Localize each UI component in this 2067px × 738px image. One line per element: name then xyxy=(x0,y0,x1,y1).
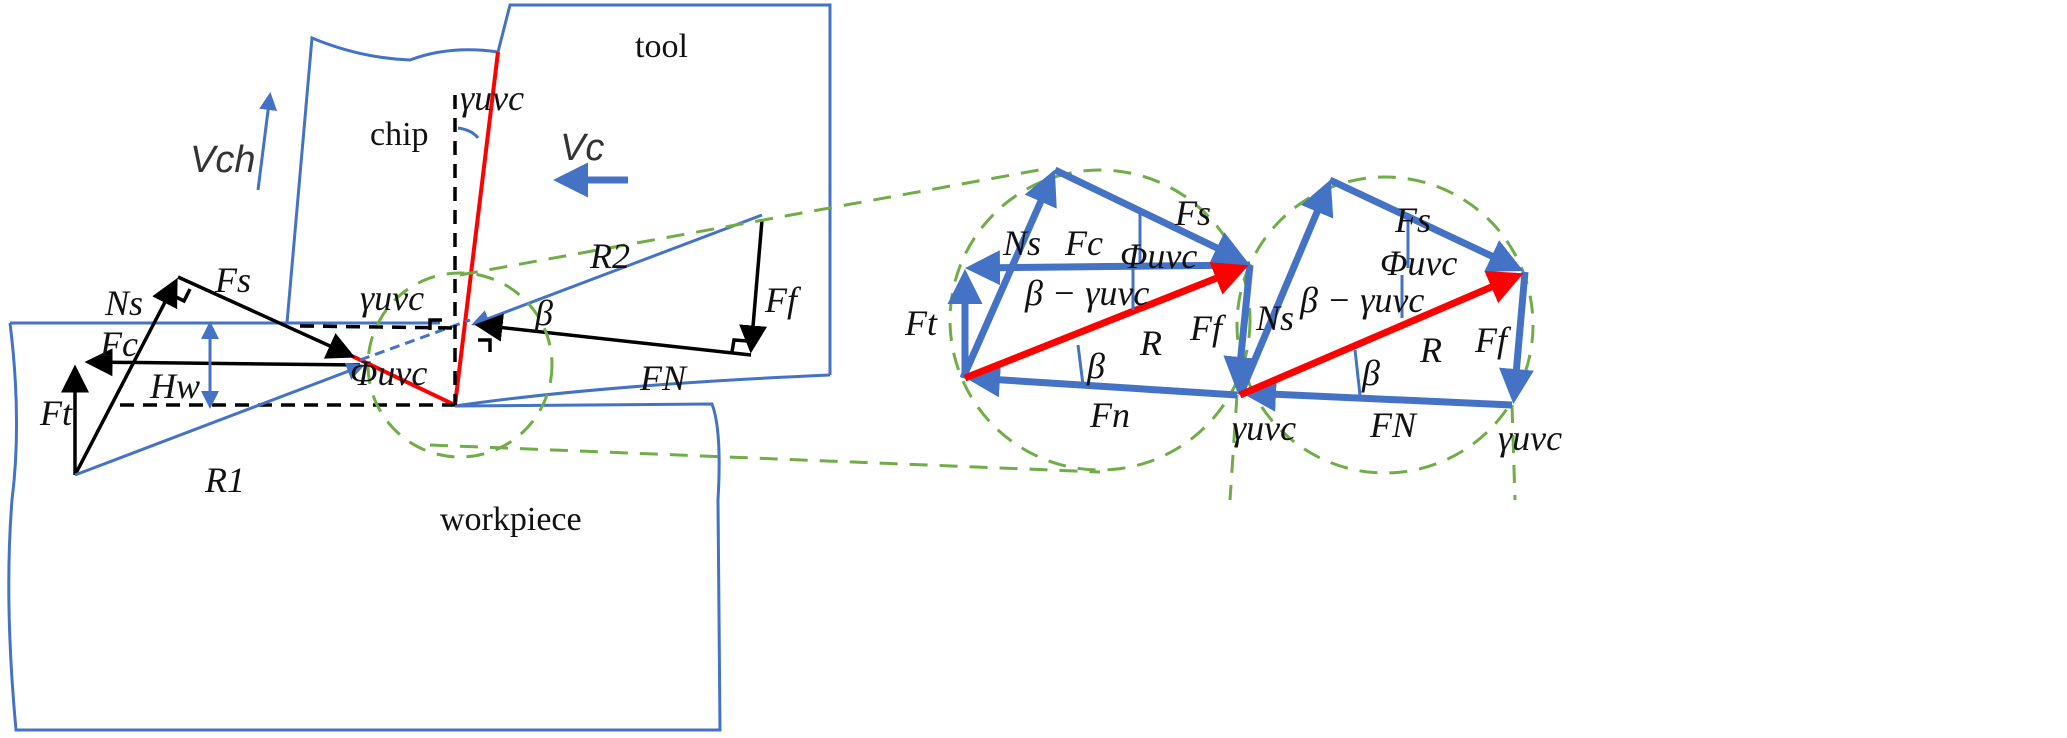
chip xyxy=(285,35,499,324)
fs-label: Fs xyxy=(1174,193,1211,233)
ff-label: Ff xyxy=(1474,320,1512,360)
ns-label: Ns xyxy=(104,283,143,323)
fc-vector xyxy=(965,250,1251,286)
fn-vector xyxy=(1241,376,1513,412)
force-circle-1 xyxy=(948,168,1252,472)
ns-vector xyxy=(1236,179,1334,397)
vc-label: Vc xyxy=(560,127,604,169)
right-angle-mark xyxy=(428,318,442,330)
r-label: R xyxy=(1419,330,1442,370)
beta-label: β xyxy=(534,293,553,333)
r-vector xyxy=(1238,270,1524,399)
right-angle-mark xyxy=(730,338,749,353)
guide-line xyxy=(1510,404,1517,501)
ff-label: Ff xyxy=(1189,308,1227,348)
beta-gamma-label: β − γuvc xyxy=(1299,280,1424,320)
angle-markers xyxy=(1353,220,1410,396)
workpiece xyxy=(7,321,831,732)
fn-vector xyxy=(965,362,1238,399)
normal-shear-force-arrow xyxy=(73,277,178,476)
beta-gamma-label: β − γuvc xyxy=(1024,273,1149,313)
force-polygon-2 xyxy=(1236,176,1534,412)
normal-force-arrow xyxy=(474,313,752,357)
resultant-r1-arrow xyxy=(74,362,365,477)
ns-label: Ns xyxy=(1002,223,1041,263)
ns-label: Ns xyxy=(1255,298,1294,338)
friction-force-arrow xyxy=(739,219,768,354)
fs-label: Fs xyxy=(1394,200,1431,240)
fs-vector xyxy=(1328,176,1524,272)
zoom-circle xyxy=(366,271,554,459)
zoom-guide-top xyxy=(459,166,1051,277)
surface-line xyxy=(299,324,456,330)
hw-label: Hw xyxy=(149,366,200,406)
ff-vector xyxy=(1499,271,1534,404)
ns-vector xyxy=(959,169,1057,380)
phi-label: Φuvc xyxy=(350,353,427,393)
gamma-label: γuvc xyxy=(1232,408,1296,448)
fc-label: Fc xyxy=(1064,223,1103,263)
r1-label: R1 xyxy=(204,460,245,500)
phi-label: Φuvc xyxy=(1120,236,1197,276)
cutting-force-arrow xyxy=(84,348,361,377)
resultant-r2-arrow xyxy=(471,213,763,328)
fn-label: FN xyxy=(639,358,688,398)
rake-face xyxy=(453,51,500,406)
ft-label: Ft xyxy=(904,303,938,343)
shear-force-arrow xyxy=(177,275,356,359)
r-label: R xyxy=(1139,323,1162,363)
chip-label: chip xyxy=(370,116,429,153)
gamma-label: γuvc xyxy=(460,78,524,118)
r2-label: R2 xyxy=(589,236,630,276)
fc-label: Fc xyxy=(99,324,138,364)
guide-line xyxy=(1228,394,1239,501)
angle-markers xyxy=(1076,212,1142,386)
chip-velocity-arrow xyxy=(256,92,278,191)
tool xyxy=(496,3,832,375)
zoom-guide-bottom xyxy=(429,443,1101,474)
fn-label: Fn xyxy=(1089,395,1130,435)
workpiece-label: workpiece xyxy=(440,501,582,538)
beta-label: β xyxy=(1361,353,1380,393)
right-angle-mark xyxy=(171,288,192,304)
phi-label: Φuvc xyxy=(1380,243,1457,283)
beta-label: β xyxy=(1086,346,1105,386)
force-circle-2 xyxy=(1235,175,1535,475)
gamma-label: γuvc xyxy=(1498,418,1562,458)
fs-label: Fs xyxy=(214,260,251,300)
r-vector xyxy=(963,262,1249,382)
shear-plane xyxy=(351,354,456,407)
angle-arc xyxy=(457,126,480,139)
ft-label: Ft xyxy=(39,393,73,433)
vch-label: Vch xyxy=(190,139,255,181)
right-angle-mark xyxy=(478,338,492,352)
gamma-label: γuvc xyxy=(360,278,424,318)
tool-label: tool xyxy=(635,28,688,65)
ff-label: Ff xyxy=(764,280,802,320)
fs-vector xyxy=(1053,166,1249,264)
force-polygon-1 xyxy=(947,166,1259,399)
fn-label: FN xyxy=(1369,405,1418,445)
